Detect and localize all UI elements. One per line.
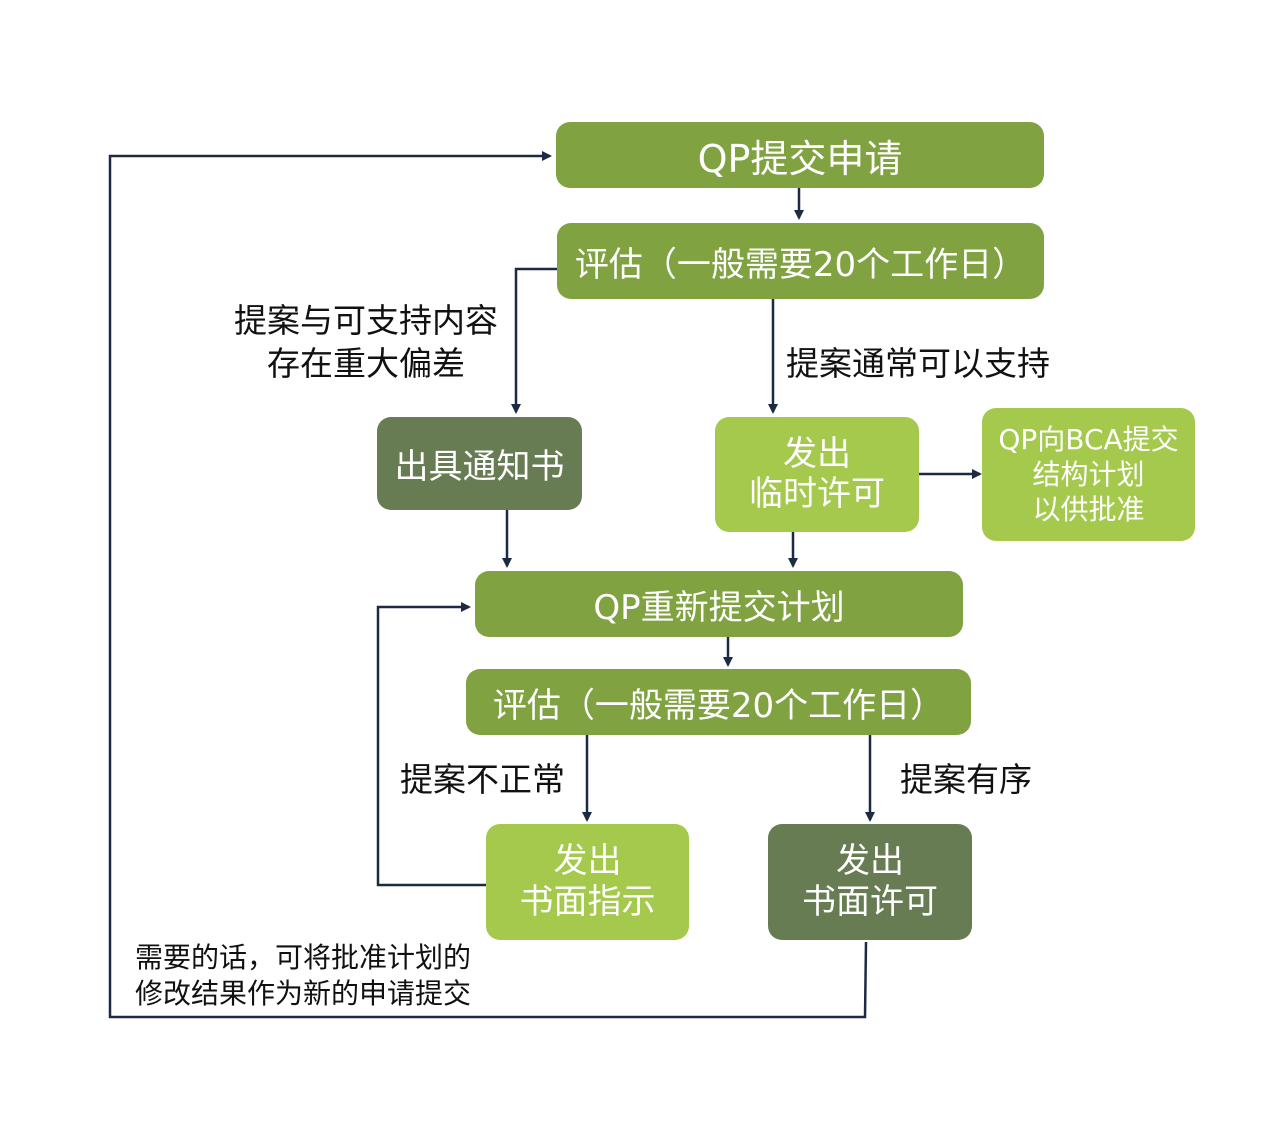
node-issue-notice: 出具通知书 <box>377 417 582 510</box>
node-qp-submit-to-bca: QP向BCA提交 结构计划 以供批准 <box>982 408 1195 541</box>
label-major-deviation: 提案与可支持内容 存在重大偏差 <box>234 301 498 383</box>
label-orderly: 提案有序 <box>900 760 1032 799</box>
node-issue-written-permit: 发出 书面许可 <box>768 824 972 940</box>
label-resubmit-note: 需要的话，可将批准计划的 修改结果作为新的申请提交 <box>135 941 472 1011</box>
label-usually-supported: 提案通常可以支持 <box>786 344 1050 383</box>
node-qp-submit: QP提交申请 <box>556 122 1044 188</box>
arrow-instruction-loop-back <box>376 602 486 887</box>
arrow-permit-loop-to-submit <box>108 151 868 1019</box>
arrow-assess1-to-notice <box>511 267 557 414</box>
node-issue-written-instruction: 发出 书面指示 <box>486 824 689 940</box>
node-assessment-2: 评估（一般需要20个工作日） <box>466 669 971 735</box>
node-issue-provisional-permit: 发出 临时许可 <box>715 417 919 532</box>
node-assessment-1: 评估（一般需要20个工作日） <box>557 223 1044 299</box>
node-qp-resubmit: QP重新提交计划 <box>475 571 963 637</box>
label-abnormal: 提案不正常 <box>400 760 565 799</box>
